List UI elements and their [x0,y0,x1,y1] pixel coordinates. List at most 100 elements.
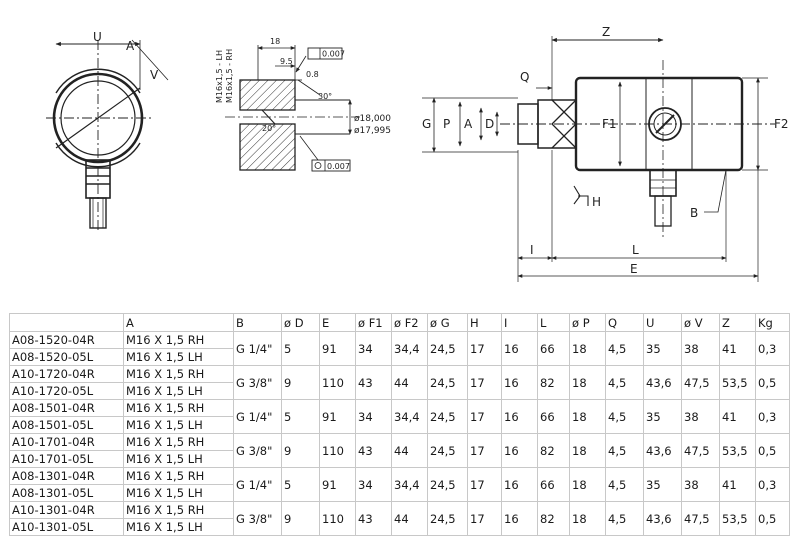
dimension-value: 16 [501,433,538,468]
part-code: A08-1501-04R [9,399,124,417]
thread-spec: M16 X 1,5 LH [123,484,234,502]
dimension-value: 18 [569,331,606,366]
label-u: U [93,30,102,44]
dimension-value: G 1/4" [233,399,282,434]
dimension-value: 35 [643,331,682,366]
thread-spec: M16 X 1,5 RH [123,433,234,451]
dimension-value: 4,5 [605,365,644,400]
dimension-value: 9 [281,433,320,468]
column-header: H [467,313,502,332]
dimension-value: 17 [467,331,502,366]
dimension-value: 91 [319,467,356,502]
dimension-value: 47,5 [681,365,720,400]
dimension-value: 4,5 [605,467,644,502]
dimension-value: 24,5 [427,399,468,434]
dimension-value: 35 [643,399,682,434]
dimension-value: 18 [569,365,606,400]
thread-spec: M16 X 1,5 RH [123,399,234,417]
dimension-value: 24,5 [427,331,468,366]
label-q: Q [520,70,529,84]
thread-rh-label: M16x1,5 - RH [225,49,234,103]
dimension-value: 41 [719,399,756,434]
part-code: A08-1520-05L [9,348,124,366]
side-view [422,36,775,282]
column-header: ø G [427,313,468,332]
dimension-value: 38 [681,399,720,434]
column-header: E [319,313,356,332]
part-code: A10-1301-05L [9,518,124,536]
dimension-value: 5 [281,467,320,502]
dimension-value: 9 [281,365,320,400]
part-code: A08-1301-04R [9,467,124,485]
dimension-value: 0,3 [755,467,790,502]
dimension-value: 47,5 [681,433,720,468]
dimension-value: 24,5 [427,433,468,468]
part-code: A10-1720-04R [9,365,124,383]
dimension-value: G 3/8" [233,501,282,536]
column-header: I [501,313,538,332]
column-header: L [537,313,570,332]
dimension-value: 0,3 [755,331,790,366]
thread-spec: M16 X 1,5 LH [123,416,234,434]
label-a-side: A [464,117,473,131]
column-header: U [643,313,682,332]
dimension-value: 43,6 [643,365,682,400]
label-p: P [443,117,450,131]
tolerance-bottom: 0.007 [327,162,350,171]
dimension-value: 4,5 [605,399,644,434]
dimension-value: 34,4 [391,399,428,434]
dimension-value: 24,5 [427,501,468,536]
dimension-value: 44 [391,365,428,400]
thread-spec: M16 X 1,5 LH [123,348,234,366]
dimension-value: 41 [719,331,756,366]
thread-lh-label: M16x1,5 - LH [215,50,224,103]
dimension-value: 0,5 [755,433,790,468]
column-header: Q [605,313,644,332]
dimension-value: 53,5 [719,365,756,400]
dimension-value: 18 [569,399,606,434]
thread-spec: M16 X 1,5 RH [123,467,234,485]
dimension-value: 0,5 [755,365,790,400]
dimension-value: 44 [391,433,428,468]
dimension-value: 17 [467,399,502,434]
dimension-value: 44 [391,501,428,536]
thread-spec: M16 X 1,5 RH [123,331,234,349]
dimension-value: 5 [281,331,320,366]
part-code: A08-1520-04R [9,331,124,349]
dimension-value: 38 [681,331,720,366]
label-e: E [630,262,638,276]
dimension-value: 16 [501,365,538,400]
dimension-value: G 3/8" [233,365,282,400]
column-header: B [233,313,282,332]
dimension-value: 82 [537,501,570,536]
dimension-value: 66 [537,467,570,502]
part-code: A10-1720-05L [9,382,124,400]
label-h: H [592,195,601,209]
label-z: Z [602,25,610,39]
dimension-value: G 3/8" [233,433,282,468]
dim-0-8: 0.8 [306,70,319,79]
column-header: Z [719,313,756,332]
dimension-value: 17 [467,501,502,536]
part-code: A10-1701-05L [9,450,124,468]
dimension-value: 53,5 [719,433,756,468]
label-a: A [126,39,135,53]
label-v: V [150,68,159,82]
dimension-value: 24,5 [427,365,468,400]
dimension-value: 17 [467,433,502,468]
dim-9-5: 9.5 [280,57,293,66]
column-header: A [123,313,234,332]
dimension-value: G 1/4" [233,331,282,366]
dimension-value: 18 [569,433,606,468]
dimension-value: 34 [355,399,392,434]
angle-30: 30° [318,92,332,101]
angle-20: 20° [262,124,276,133]
dia-max: ø18,000 [354,114,391,124]
section-detail [225,45,360,172]
